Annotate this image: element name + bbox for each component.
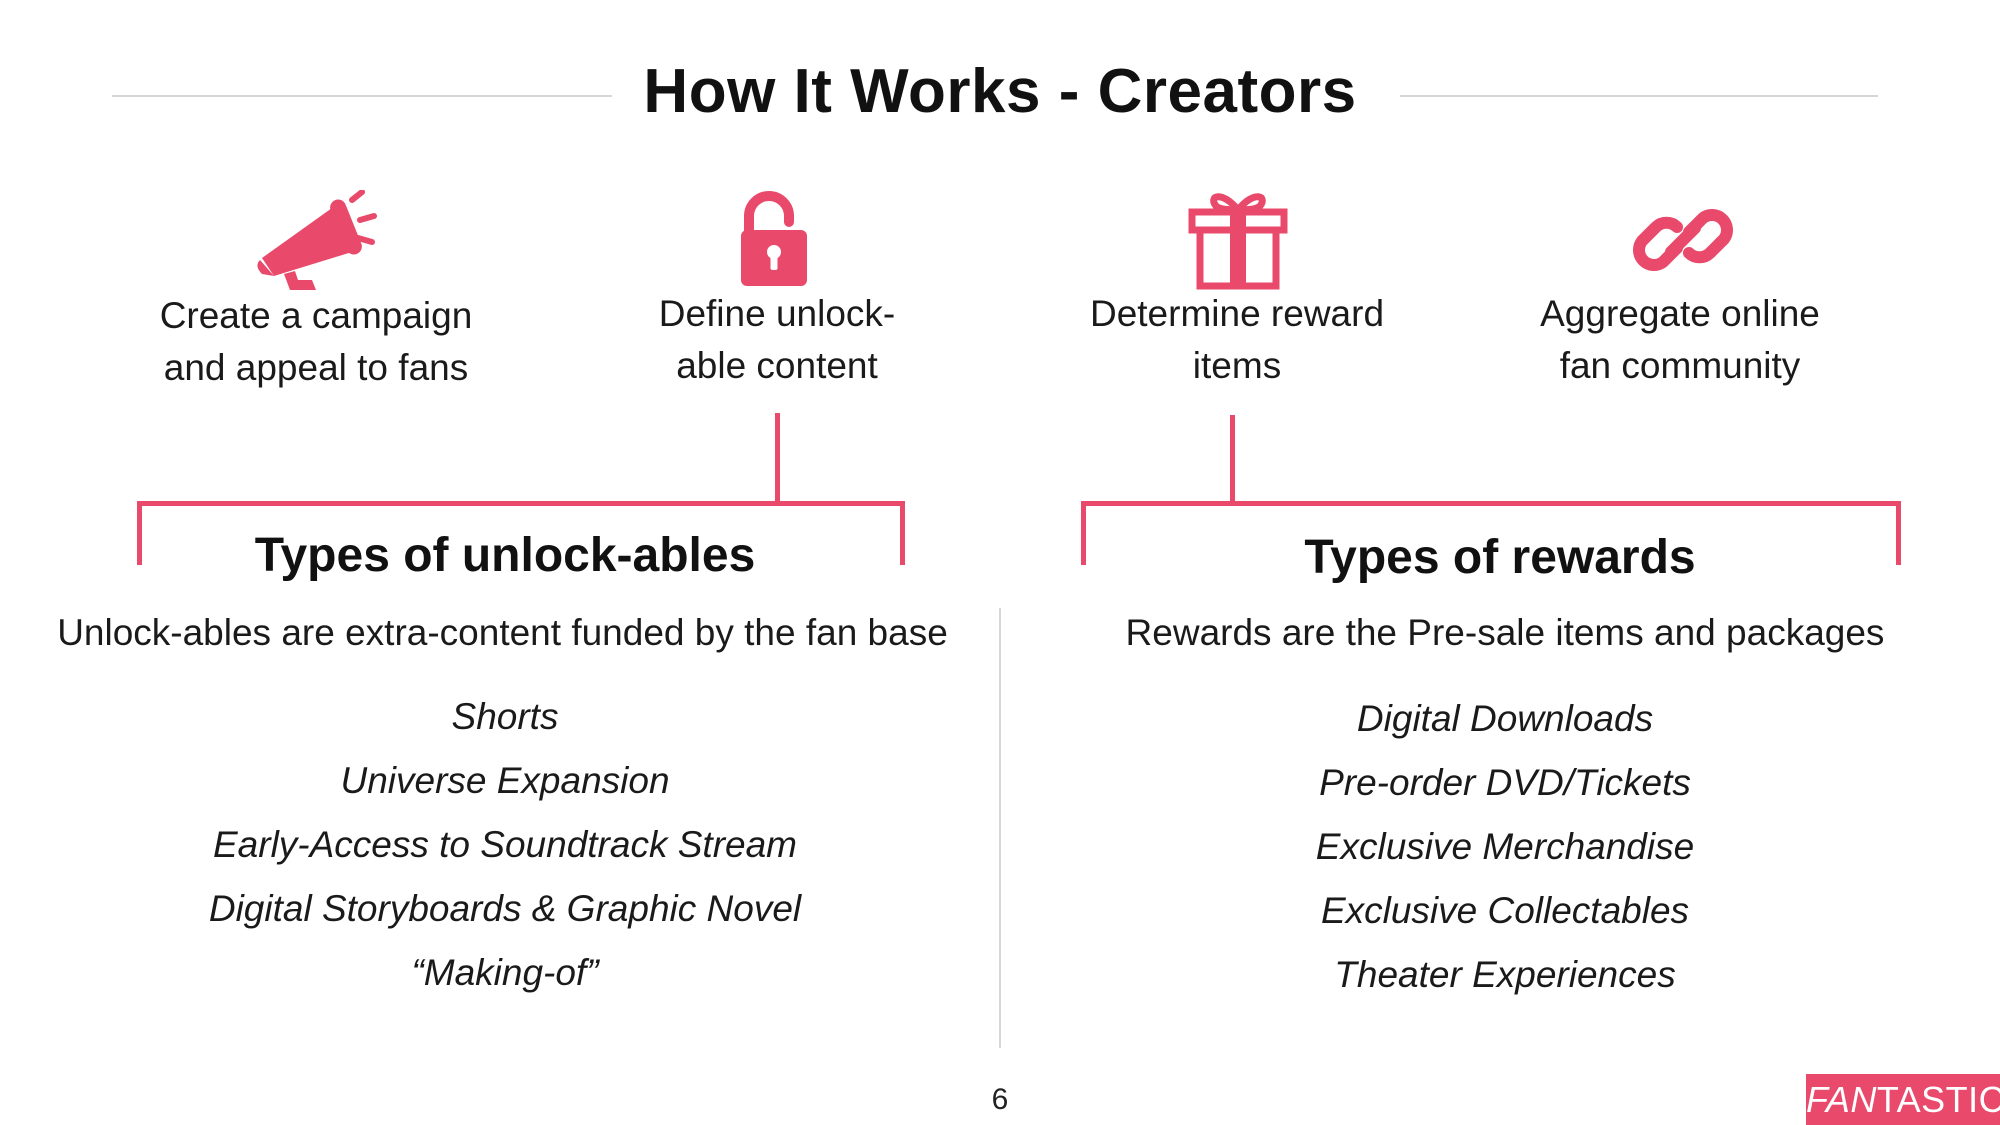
page-title: How It Works - Creators <box>643 57 1357 126</box>
list-item: Digital Storyboards & Graphic Novel <box>208 888 802 929</box>
brand-logo: FANTASTIC <box>1806 1074 2000 1125</box>
brand-logo-part1: FAN <box>1806 1079 1877 1120</box>
step-label-line1: Define unlock- <box>658 293 896 334</box>
list-item: Pre-order DVD/Tickets <box>1319 762 1691 803</box>
step-label-line1: Create a campaign <box>159 295 473 336</box>
bracket-right-stem <box>1230 415 1235 503</box>
step-label-line1: Determine reward <box>1089 293 1385 334</box>
unlockables-heading: Types of unlock-ables <box>254 529 756 582</box>
list-item: Exclusive Collectables <box>1320 890 1690 931</box>
bracket-right-end-left <box>1081 501 1086 565</box>
bracket-left-bar <box>137 501 905 506</box>
section-divider <box>999 608 1001 1048</box>
gift-icon <box>1188 193 1288 290</box>
step-aggregate-community: Aggregate online fan community <box>1490 288 1870 392</box>
page-number: 6 <box>991 1083 1009 1116</box>
list-item: Theater Experiences <box>1334 954 1676 995</box>
list-item: “Making-of” <box>411 952 599 993</box>
megaphone-icon <box>257 190 377 290</box>
title-rule-right <box>1400 95 1878 97</box>
bracket-left-stem <box>775 413 780 503</box>
link-icon <box>1633 209 1733 271</box>
list-item: Early-Access to Soundtrack Stream <box>213 824 797 865</box>
bracket-right-bar <box>1081 501 1901 506</box>
step-label-line2: and appeal to fans <box>163 347 469 388</box>
list-item: Universe Expansion <box>340 760 670 801</box>
step-define-unlockable: Define unlock- able content <box>587 288 967 392</box>
brand-logo-part2: TASTIC <box>1876 1079 2000 1120</box>
title-rule-left <box>112 95 612 97</box>
step-determine-rewards: Determine reward items <box>1047 288 1427 392</box>
unlock-icon <box>741 191 807 286</box>
list-item: Exclusive Merchandise <box>1315 826 1695 867</box>
bracket-left-end-left <box>137 501 142 565</box>
rewards-list: Digital Downloads Pre-order DVD/Tickets … <box>1100 687 1910 1007</box>
unlockables-description: Unlock-ables are extra-content funded by… <box>57 612 948 653</box>
rewards-heading: Types of rewards <box>1304 531 1696 584</box>
rewards-description: Rewards are the Pre-sale items and packa… <box>1125 612 1885 653</box>
step-label-line2: able content <box>676 345 878 386</box>
step-label-line2: fan community <box>1559 345 1801 386</box>
list-item: Digital Downloads <box>1356 698 1654 739</box>
unlockables-list: Shorts Universe Expansion Early-Access t… <box>100 685 910 1005</box>
step-label-line2: items <box>1192 345 1282 386</box>
bracket-left-end-right <box>900 501 905 565</box>
bracket-right-end-right <box>1896 501 1901 565</box>
list-item: Shorts <box>451 696 559 737</box>
step-label-line1: Aggregate online <box>1540 293 1820 334</box>
step-create-campaign: Create a campaign and appeal to fans <box>126 290 506 394</box>
